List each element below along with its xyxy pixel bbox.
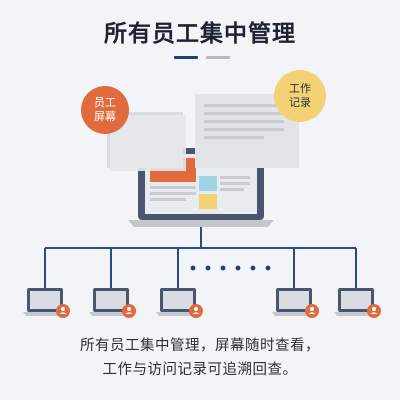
network-lines — [44, 227, 357, 288]
more-devices-dots — [190, 265, 271, 271]
work-records-bubble: 工作 记录 — [274, 70, 326, 122]
caption-line-2: 工作与访问记录可追溯回查。 — [102, 362, 298, 378]
employee-laptop — [334, 288, 381, 318]
title-underline-primary — [174, 56, 198, 59]
employee-laptop — [23, 288, 70, 318]
title-underline-secondary — [206, 56, 230, 59]
employee-screen-label: 员工 屏幕 — [94, 96, 116, 123]
employee-screen-bubble: 员工 屏幕 — [81, 86, 129, 134]
employee-laptop — [156, 288, 203, 318]
caption-line-1: 所有员工集中管理，屏幕随时查看， — [80, 338, 320, 354]
employee-laptop — [272, 288, 319, 318]
employee-laptop — [89, 288, 136, 318]
work-records-label: 工作 记录 — [289, 82, 311, 109]
page-title: 所有员工集中管理 — [104, 21, 296, 47]
